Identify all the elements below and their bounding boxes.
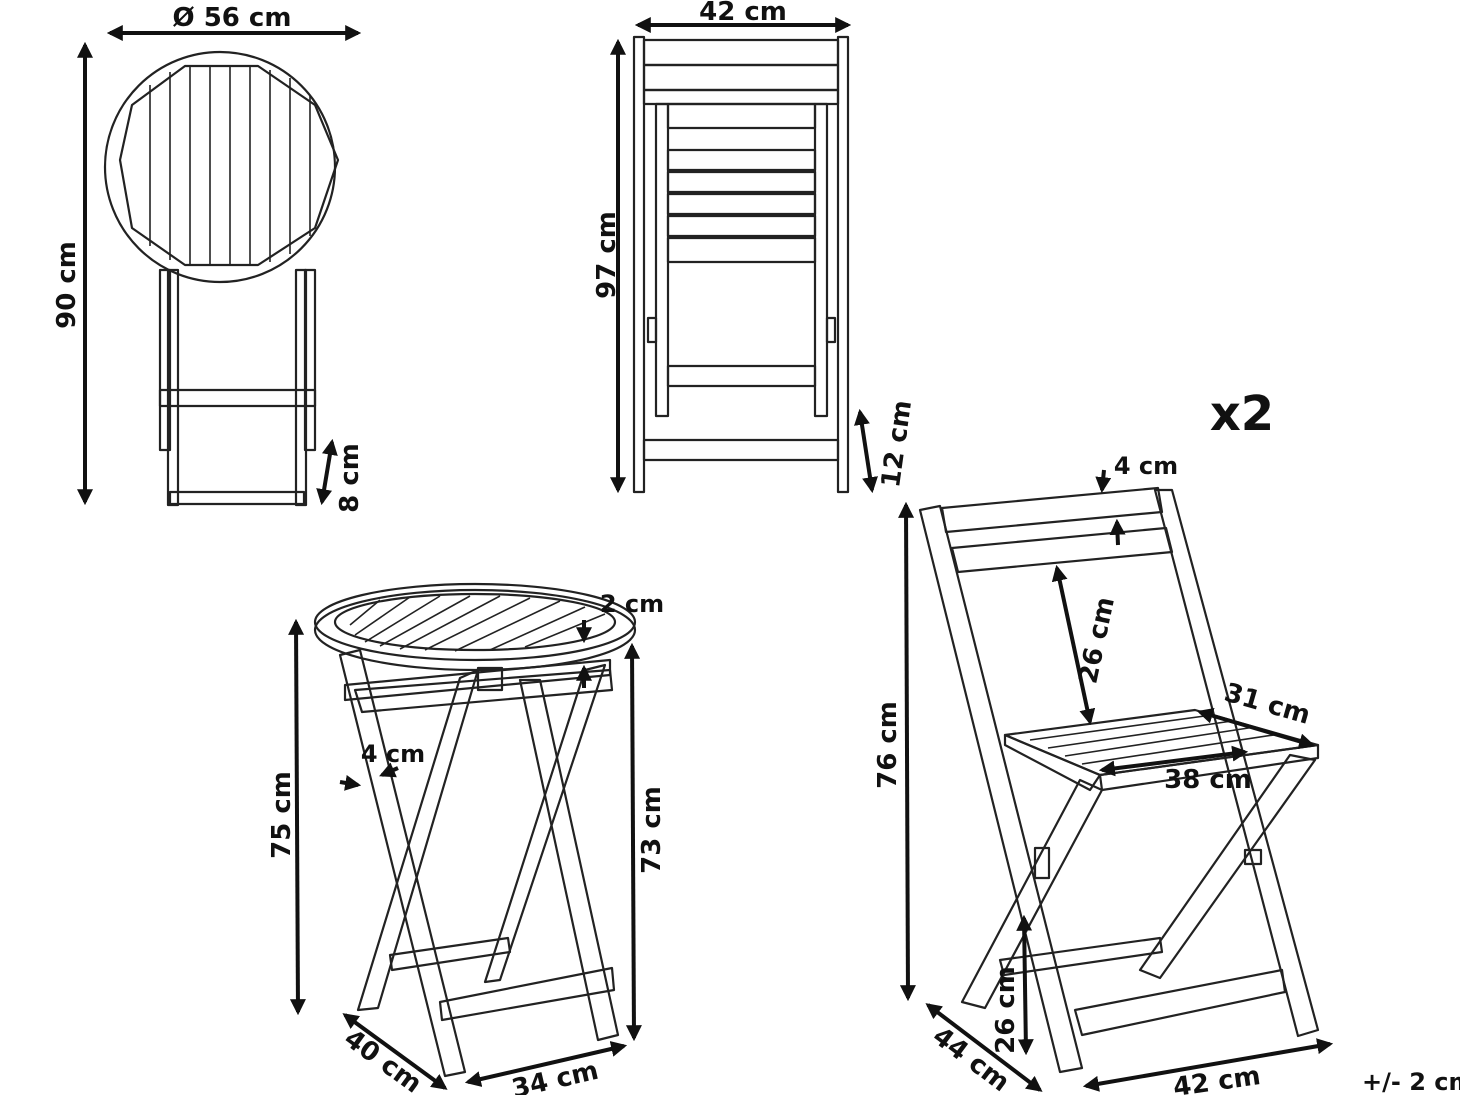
tabletop-thickness-label: 2 cm (600, 590, 664, 618)
folded-table-depth-label: 8 cm (335, 443, 365, 513)
folded-chair-depth-label: 12 cm (876, 398, 918, 489)
seat-height-label: 26 cm (991, 966, 1021, 1054)
tolerance-label: +/- 2 cm (1362, 1068, 1460, 1095)
quantity-label: x2 (1210, 386, 1274, 442)
folded-chair-dimensions: 42 cm 97 cm 12 cm (592, 0, 918, 494)
folded-chair-height-label: 97 cm (592, 211, 622, 299)
folded-table-dimensions: Ø 56 cm 90 cm 8 cm (52, 3, 365, 513)
table-leg-height-label: 73 cm (637, 786, 667, 874)
chair-width-label: 42 cm (1171, 1061, 1262, 1095)
backrest-slat-label: 4 cm (1114, 452, 1178, 480)
chair-height-label: 76 cm (873, 701, 903, 789)
folded-table-height-label: 90 cm (52, 241, 82, 329)
table-diameter-label: Ø 56 cm (173, 3, 292, 33)
folded-chair-drawing (632, 35, 850, 494)
assembled-chair-drawing (918, 486, 1320, 1074)
seat-width-label: 38 cm (1164, 765, 1252, 795)
assembled-table-drawing (313, 582, 637, 1078)
table-depth-label: 40 cm (338, 1024, 427, 1095)
folded-table-drawing (103, 50, 340, 507)
backrest-height-label: 26 cm (1073, 594, 1121, 686)
table-height-label: 75 cm (267, 771, 297, 859)
table-leg-width-label: 4 cm (361, 740, 425, 768)
folded-chair-width-label: 42 cm (699, 0, 787, 27)
assembled-table-dimensions: 75 cm 73 cm 2 cm 4 cm 40 cm 34 cm (267, 590, 667, 1095)
assembled-chair-dimensions: 4 cm 26 cm 31 cm 38 cm 76 cm 26 cm 44 cm… (873, 452, 1334, 1095)
